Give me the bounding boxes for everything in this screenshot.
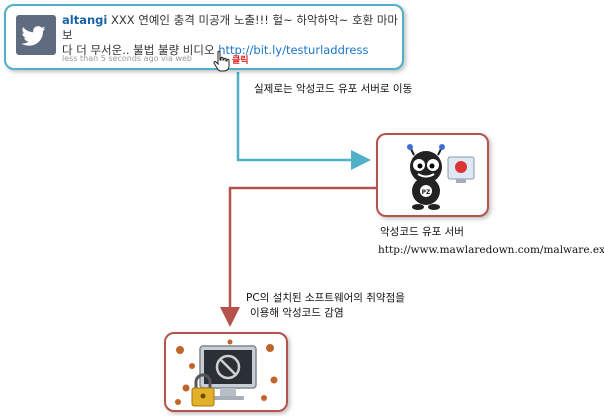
arrow-tweet-to-server bbox=[236, 72, 371, 170]
tweet-text: altangi XXX 연예인 충격 미공개 노출!!! 헐~ 하악하악~ 호환… bbox=[62, 13, 398, 58]
tweet-link[interactable]: http://bit.ly/testurladdress bbox=[218, 43, 369, 57]
tweet-text-line1: XXX 연예인 충격 미공개 노출!!! 헐~ 하악하악~ 호환 마마보 bbox=[62, 13, 398, 42]
arrow-server-to-pc bbox=[220, 186, 376, 327]
tweet-meta: less than 5 seconds ago via web bbox=[62, 54, 192, 63]
hand-pointer-icon bbox=[212, 50, 232, 76]
click-label: 클릭 bbox=[232, 56, 249, 66]
exploit-label-line1: PC의 설치된 소프트웨어의 취약점을 bbox=[246, 292, 405, 304]
server-url-label: http://www.mawlaredown.com/malware.exe bbox=[378, 244, 604, 256]
pz-virus-mascot-icon: PZ bbox=[388, 141, 480, 215]
infected-monitor-lock-icon bbox=[170, 336, 282, 414]
tweet-text-line2: 다 더 무서운.. 불법 불량 비디오 bbox=[62, 43, 219, 57]
malware-server-box: PZ bbox=[376, 133, 489, 217]
tweet-username[interactable]: altangi bbox=[62, 13, 108, 27]
infected-pc-box bbox=[164, 332, 288, 412]
svg-text:PZ: PZ bbox=[422, 189, 431, 196]
twitter-bird-icon bbox=[16, 15, 56, 55]
tweet-card: altangi XXX 연예인 충격 미공개 노출!!! 헐~ 하악하악~ 호환… bbox=[4, 4, 404, 70]
exploit-label-line2: 이용해 악성코드 감염 bbox=[250, 307, 344, 319]
server-name-label: 악성코드 유포 서버 bbox=[380, 226, 464, 238]
redirect-label: 실제로는 악성코드 유포 서버로 이동 bbox=[254, 83, 413, 95]
